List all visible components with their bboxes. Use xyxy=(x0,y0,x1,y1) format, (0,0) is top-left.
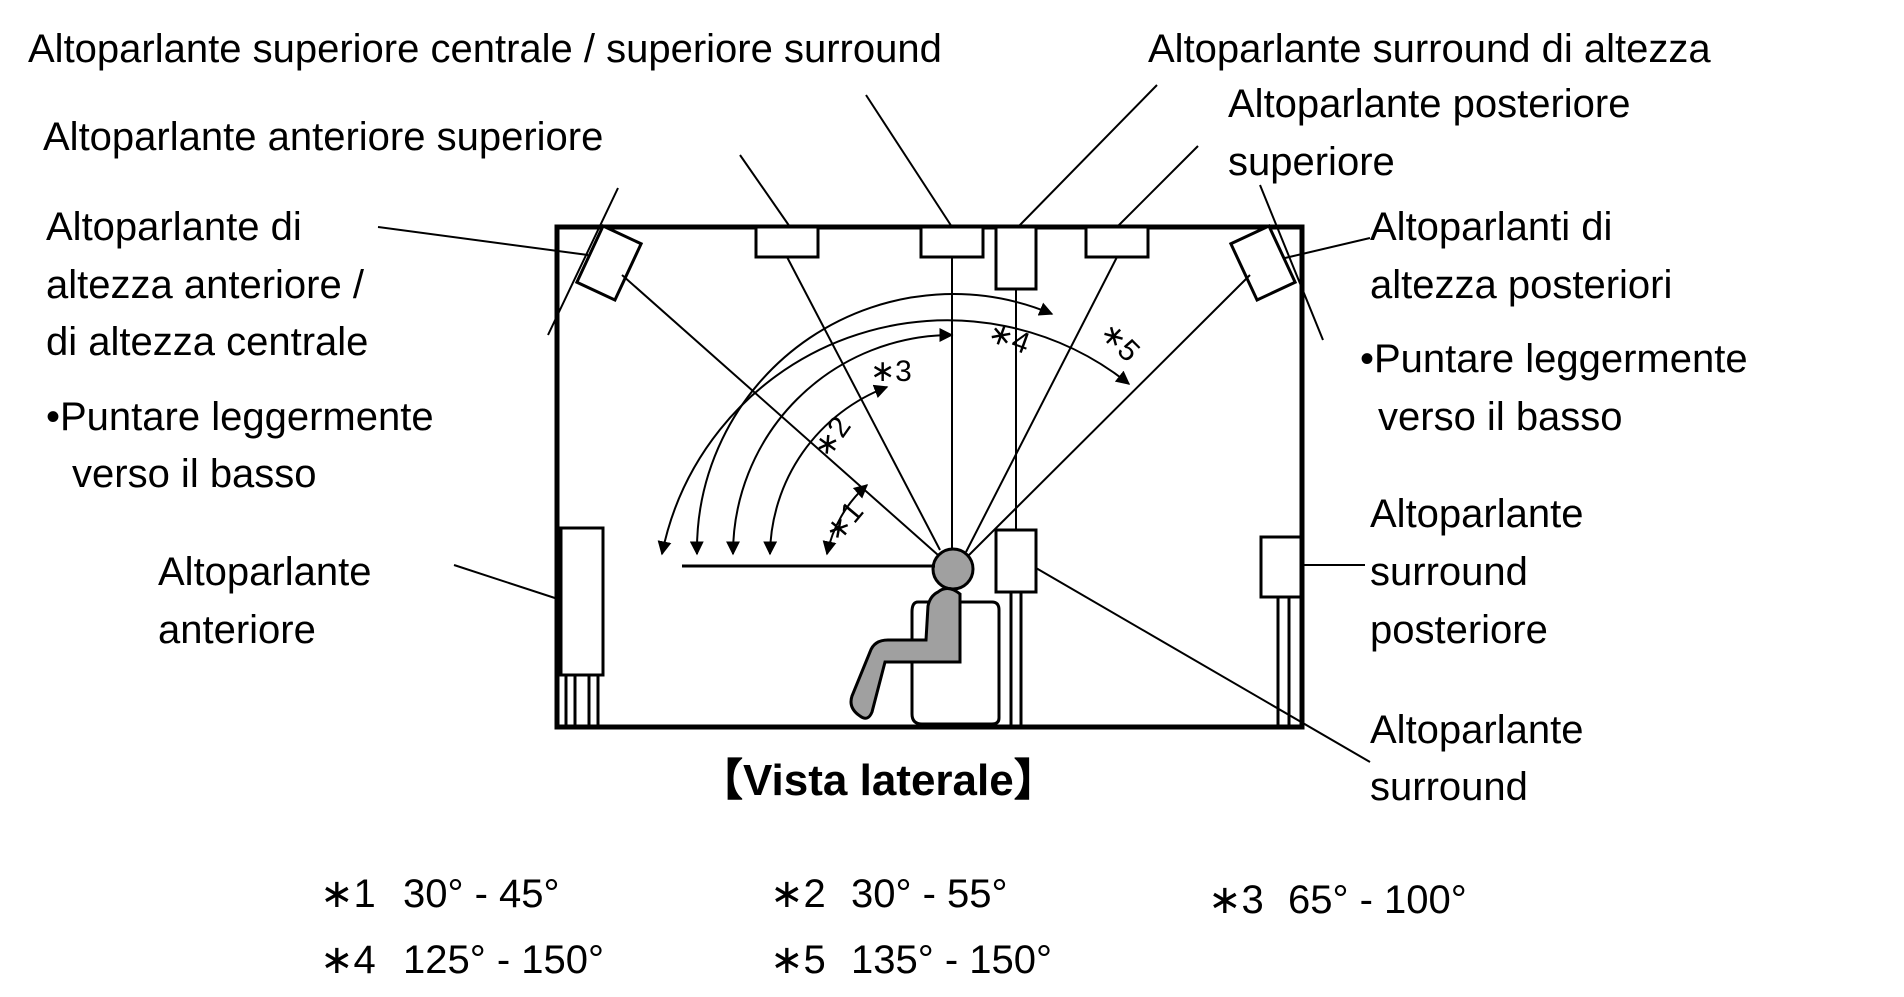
label-point-down-left-line1: •Puntare leggermente xyxy=(46,395,434,439)
footnote-3-range: 65° - 100° xyxy=(1288,878,1467,922)
label-front-line2: anteriore xyxy=(158,608,316,652)
footnote-1-range: 30° - 45° xyxy=(403,872,560,916)
label-rear-height-line2: altezza posteriori xyxy=(1370,263,1672,307)
rear-top-speaker xyxy=(1084,225,1150,259)
label-point-down-right-line2: verso il basso xyxy=(1378,395,1623,439)
label-front-line1: Altoparlante xyxy=(158,550,371,594)
label-front-height-line2: altezza anteriore / xyxy=(46,263,365,307)
label-point-down-right-line1: •Puntare leggermente xyxy=(1360,337,1748,381)
footnote-2-range: 30° - 55° xyxy=(851,872,1008,916)
top-center-speaker xyxy=(919,225,985,259)
label-front-height-line3: di altezza centrale xyxy=(46,320,368,364)
footnote-3: ∗3 65° - 100° xyxy=(1208,878,1467,922)
footnote-5-mark: ∗5 xyxy=(770,938,826,982)
view-title: 【Vista laterale】 xyxy=(699,756,1058,805)
footnote-2: ∗2 30° - 55° xyxy=(770,872,1008,916)
rear-height-speaker xyxy=(1228,224,1298,302)
footnote-4-range: 125° - 150° xyxy=(403,938,604,982)
surround-speaker xyxy=(994,528,1038,727)
label-point-down-left-line2: verso il basso xyxy=(72,452,317,496)
speaker-angle-lines xyxy=(621,256,1251,557)
label-front-height-line1: Altoparlante di xyxy=(46,205,302,249)
footnote-2-mark: ∗2 xyxy=(770,872,826,916)
label-top-center-surround: Altoparlante superiore centrale / superi… xyxy=(28,27,942,71)
angle-marker-1: ∗1 xyxy=(818,495,870,548)
label-rear-top-line2: superiore xyxy=(1228,140,1395,184)
angle-marker-3: ∗3 xyxy=(870,355,912,388)
surround-height-speaker xyxy=(994,225,1038,291)
label-rear-height-line1: Altoparlanti di xyxy=(1370,205,1612,249)
angle-marker-2: ∗2 xyxy=(807,411,858,464)
front-speaker xyxy=(559,526,605,727)
front-height-speaker xyxy=(574,224,644,302)
label-surround-line2: surround xyxy=(1370,765,1528,809)
listener-figure xyxy=(849,547,1001,726)
angle-marker-4: ∗4 xyxy=(984,316,1035,361)
label-surround-back-line3: posteriore xyxy=(1370,608,1548,652)
leader-lines xyxy=(377,84,1371,763)
footnote-5-range: 135° - 150° xyxy=(851,938,1052,982)
label-surround-back-line1: Altoparlante xyxy=(1370,492,1583,536)
footnote-5: ∗5 135° - 150° xyxy=(770,938,1052,982)
label-surround-height: Altoparlante surround di altezza xyxy=(1148,27,1711,71)
footnote-4: ∗4 125° - 150° xyxy=(320,938,604,982)
footnote-3-mark: ∗3 xyxy=(1208,878,1264,922)
footnote-1: ∗1 30° - 45° xyxy=(320,872,560,916)
surround-back-speaker xyxy=(1259,535,1303,727)
label-front-top: Altoparlante anteriore superiore xyxy=(43,115,603,159)
label-rear-top-line1: Altoparlante posteriore xyxy=(1228,82,1630,126)
front-top-speaker xyxy=(754,225,820,259)
angle-marker-5: ∗5 xyxy=(1093,316,1146,369)
label-surround-back-line2: surround xyxy=(1370,550,1528,594)
label-surround-line1: Altoparlante xyxy=(1370,708,1583,752)
angle-arcs xyxy=(657,293,1131,556)
footnote-1-mark: ∗1 xyxy=(320,872,376,916)
footnote-4-mark: ∗4 xyxy=(320,938,376,982)
